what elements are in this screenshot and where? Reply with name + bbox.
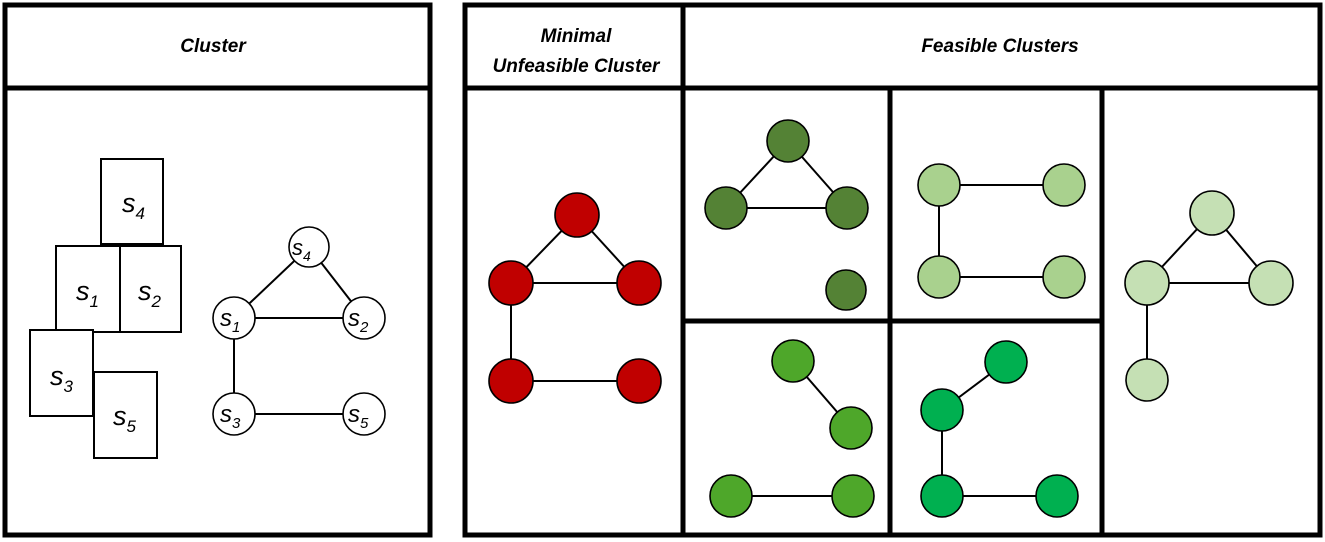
square-label-s3: s3 — [50, 361, 74, 396]
cluster-panel-frame — [2, 2, 433, 538]
graph-label-s3: s3 — [220, 401, 241, 432]
feasible-3-node-2 — [1124, 260, 1170, 306]
feasible-4-node-2 — [829, 406, 873, 450]
square-label-s2: s2 — [138, 276, 162, 311]
square-label-s5: s5 — [113, 401, 137, 436]
graph-node-s1 — [212, 296, 256, 340]
feasibility-panel: Minimal Unfeasible Cluster Feasible Clus… — [462, 2, 1323, 538]
feasible-1-node-4 — [825, 269, 867, 311]
graph-label-s1: s1 — [220, 305, 240, 336]
feasible-3-node-3 — [1248, 260, 1294, 306]
cluster-panel: Cluster s4 s1 s2 s3 s5 — [2, 2, 433, 538]
feasible-2-node-4 — [1042, 255, 1086, 299]
graph-label-s4: s4 — [292, 235, 311, 264]
graph-label-s2: s2 — [348, 305, 369, 336]
feasible-1-node-3 — [825, 186, 869, 230]
square-label-s4: s4 — [122, 188, 145, 223]
squares-group: s4 s1 s2 s3 s5 — [29, 158, 182, 459]
feasible-2-node-1 — [917, 163, 961, 207]
graph-node-s3 — [212, 392, 256, 436]
unfeasible-node-3 — [616, 260, 662, 306]
feasible-5-node-1 — [984, 340, 1028, 384]
unfeasible-node-2 — [488, 260, 534, 306]
feasible-graph-3 — [1124, 190, 1294, 402]
feasible-5-node-4 — [1035, 474, 1079, 518]
minimal-header-line2: Unfeasible Cluster — [493, 56, 661, 77]
feasible-4-node-3 — [709, 474, 753, 518]
unfeasible-graph — [488, 192, 662, 404]
graph-node-s4 — [288, 226, 330, 268]
cluster-graph: s4 s1 s2 s3 s5 — [212, 226, 386, 436]
square-s4 — [100, 158, 164, 245]
feasible-3-node-4 — [1125, 358, 1169, 402]
graph-node-s2 — [342, 296, 386, 340]
cluster-header: Cluster — [180, 36, 247, 57]
unfeasible-node-4 — [488, 358, 534, 404]
square-s3 — [29, 329, 94, 417]
feasible-4-node-4 — [831, 474, 875, 518]
feasible-graph-5 — [920, 340, 1079, 518]
feasible-5-node-2 — [920, 388, 964, 432]
graph-label-s5: s5 — [348, 401, 369, 432]
minimal-header-line1: Minimal — [541, 26, 612, 47]
unfeasible-node-1 — [554, 192, 600, 238]
feasible-4-node-1 — [771, 339, 815, 383]
feasible-5-node-3 — [920, 474, 964, 518]
feasible-3-node-1 — [1189, 190, 1235, 236]
graph-node-s5 — [342, 392, 386, 436]
feasible-header: Feasible Clusters — [921, 36, 1078, 57]
feasible-graph-1 — [704, 119, 869, 311]
feasible-1-node-1 — [766, 119, 810, 163]
feasible-2-node-2 — [1042, 163, 1086, 207]
feasible-graph-4 — [709, 339, 875, 518]
square-s5 — [93, 371, 158, 459]
feasible-graph-2 — [917, 163, 1086, 299]
feasible-1-node-2 — [704, 186, 748, 230]
feasible-2-node-3 — [917, 255, 961, 299]
square-label-s1: s1 — [76, 276, 99, 311]
unfeasible-node-5 — [616, 358, 662, 404]
square-s2 — [119, 245, 182, 333]
